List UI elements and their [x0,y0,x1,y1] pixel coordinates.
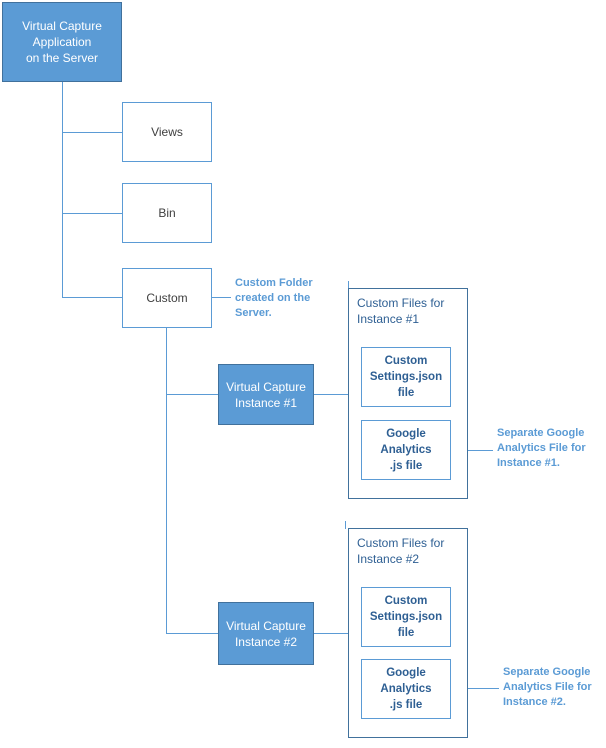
instance1-settings-line-1: Custom [384,355,428,367]
root-line-2: Application [32,35,92,49]
instance2-analytics-callout: Separate Google Analytics File for Insta… [503,665,603,710]
bin-folder-box: Bin [122,183,212,243]
instance1-analytics-line-2: Analytics [380,444,432,456]
custom-folder-label: Custom [146,291,188,305]
instance1-title-line-1: Custom Files for [357,296,445,310]
connector-to-instance2 [166,633,218,634]
instance2-title-line-2: Instance #2 [357,552,420,566]
instance1-box: Virtual Capture Instance #1 [218,364,314,425]
instance2-settings-line-2: Settings.json [369,611,443,623]
instance2-callout-line-1: Separate Google [503,666,591,678]
instance1-analytics-callout: Separate Google Analytics File for Insta… [497,426,603,471]
root-line-1: Virtual Capture [22,19,102,33]
instance2-settings-line-3: file [397,627,415,639]
instance2-analytics-line-3: .js file [389,699,423,711]
instance1-callout-line-3: Instance #1. [497,457,560,469]
instance1-settings-file: Custom Settings.json file [361,347,451,407]
connector-to-bin [62,213,122,214]
instance1-analytics-file: Google Analytics .js file [361,420,451,480]
custom-callout-line-1: Custom Folder [235,277,313,289]
connector-to-views [62,132,122,133]
instance2-box: Virtual Capture Instance #2 [218,602,314,665]
instance1-line-2: Instance #1 [234,395,298,410]
custom-callout-line-3: Server. [235,307,272,319]
instance2-callout-line-3: Instance #2. [503,696,566,708]
instance2-analytics-line-1: Google [386,667,426,679]
bin-folder-label: Bin [158,206,176,220]
instance1-container-title: Custom Files for Instance #1 [357,295,467,327]
root-line-3: on the Server [25,51,99,65]
connector-custom-callout [211,297,231,298]
instance2-line-1: Virtual Capture [226,618,306,633]
instance2-analytics-file: Google Analytics .js file [361,659,451,719]
views-folder-box: Views [122,102,212,162]
container1-tick [348,281,349,289]
connector-analytics1-callout [451,450,493,451]
connector-instance2-files [314,633,348,634]
instance2-callout-line-2: Analytics File for [503,681,592,693]
instance1-line-1: Virtual Capture [226,379,306,394]
instance1-title-line-2: Instance #1 [357,312,420,326]
connector-root-trunk [62,82,63,298]
connector-to-custom [62,297,122,298]
custom-folder-callout: Custom Folder created on the Server. [235,276,335,321]
instance1-analytics-line-1: Google [386,428,426,440]
instance2-analytics-line-2: Analytics [380,683,432,695]
container2-tick [345,521,346,529]
instance2-line-2: Instance #2 [234,634,298,649]
instance2-settings-file: Custom Settings.json file [361,587,451,647]
instance2-title-line-1: Custom Files for [357,536,445,550]
root-application-box: Virtual Capture Application on the Serve… [2,2,122,82]
custom-folder-box: Custom [122,268,212,328]
instance1-callout-line-1: Separate Google [497,427,585,439]
instance2-container-title: Custom Files for Instance #2 [357,535,467,567]
instance1-callout-line-2: Analytics File for [497,442,586,454]
instance1-settings-line-2: Settings.json [369,371,443,383]
views-folder-label: Views [151,125,183,139]
instance1-analytics-line-3: .js file [389,460,423,472]
instance1-settings-line-3: file [397,387,415,399]
connector-instance1-files [314,394,348,395]
connector-analytics2-callout [451,688,499,689]
custom-callout-line-2: created on the [235,292,311,304]
connector-custom-trunk [166,327,167,633]
instance2-settings-line-1: Custom [384,595,428,607]
connector-to-instance1 [166,394,218,395]
